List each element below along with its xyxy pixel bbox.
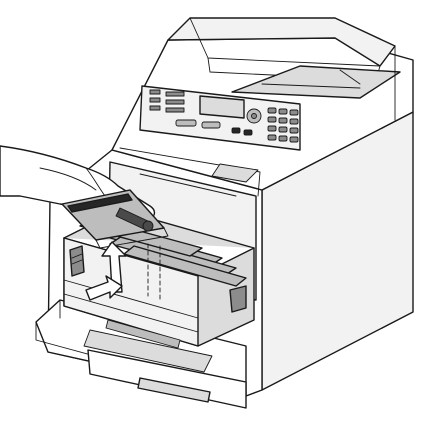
paper-tray-handle <box>137 377 211 403</box>
hand-icon <box>0 145 169 249</box>
output-tray <box>231 65 401 99</box>
numeric-keypad <box>267 107 299 143</box>
paper-tray <box>87 349 263 409</box>
drum-handle-left <box>69 245 85 277</box>
drum-handle-right <box>229 285 247 313</box>
right-arrow-icon <box>85 275 123 301</box>
up-arrow-icon <box>101 241 161 301</box>
toner-cartridge-3 <box>123 245 247 287</box>
lcd-display <box>199 95 245 119</box>
control-panel <box>139 85 301 151</box>
